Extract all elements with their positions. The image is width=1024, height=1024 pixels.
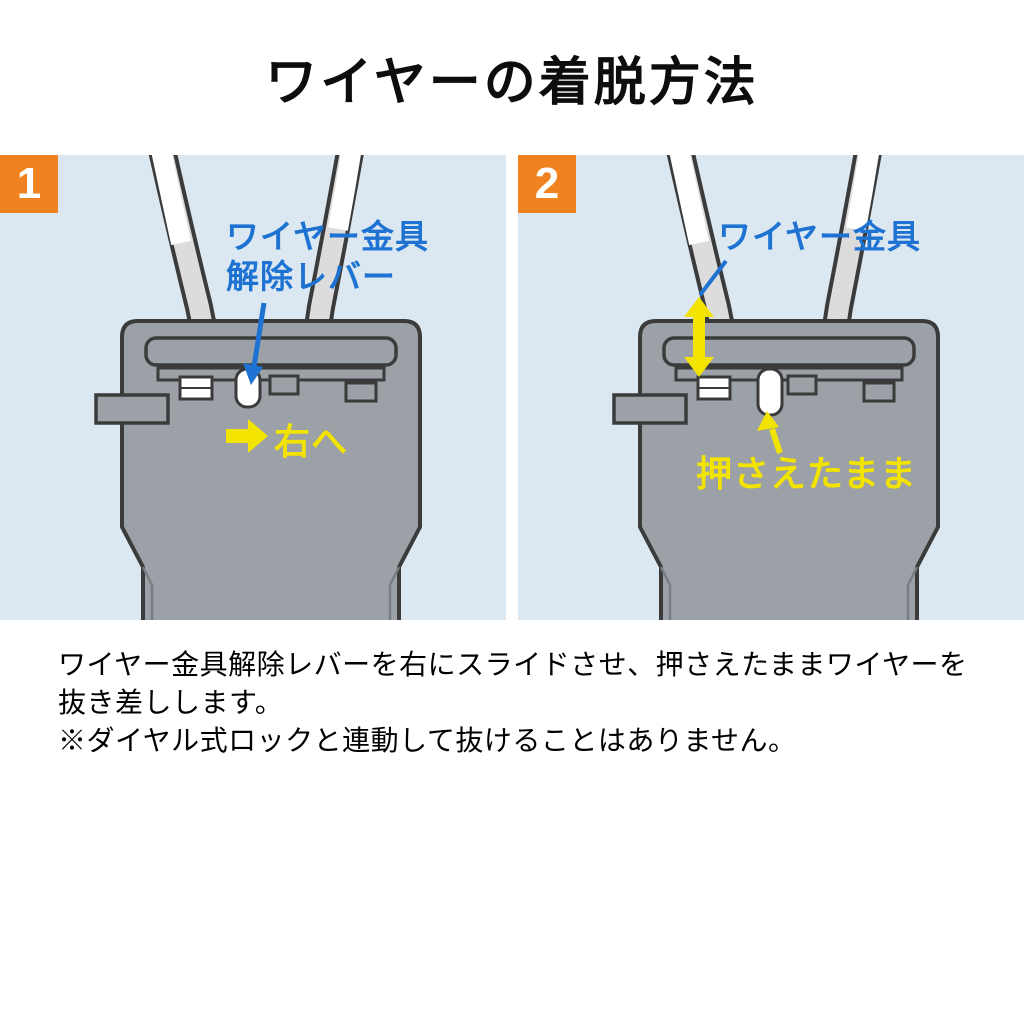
instruction-line-3: ※ダイヤル式ロックと連動して抜けることはありません。 bbox=[58, 725, 797, 756]
label-wire-fitting-line: ワイヤー金具 bbox=[226, 218, 430, 255]
instruction-line-1: ワイヤー金具解除レバーを右にスライドさせ、押さえたままワイヤーを bbox=[58, 649, 968, 680]
panel-step-2: 2 ワイヤー金具 bbox=[518, 155, 1024, 620]
label-wire-release-lever: ワイヤー金具 解除レバー bbox=[226, 217, 429, 298]
step-panels: 1 ワイヤー金具 解除レバー 右へ bbox=[0, 155, 1024, 620]
label-wire-fitting: ワイヤー金具 bbox=[718, 218, 922, 255]
instruction-line-2: 抜き差しします。 bbox=[58, 687, 284, 718]
slide-right-arrow-icon bbox=[226, 419, 268, 453]
panel-step-1: 1 ワイヤー金具 解除レバー 右へ bbox=[0, 155, 506, 620]
label-hold-down: 押さえたまま bbox=[696, 453, 917, 494]
step-1-badge: 1 bbox=[0, 155, 58, 213]
step-2-badge: 2 bbox=[518, 155, 576, 213]
page-title: ワイヤーの着脱方法 bbox=[265, 54, 759, 112]
step-2-illustration bbox=[518, 155, 1024, 620]
label-slide-right: 右へ bbox=[274, 421, 349, 462]
vertical-double-arrow-icon bbox=[684, 297, 714, 377]
instruction-text: ワイヤー金具解除レバーを右にスライドさせ、押さえたままワイヤーを 抜き差しします… bbox=[58, 646, 994, 760]
release-lever-held bbox=[756, 367, 784, 417]
wire-fitting-leader-line bbox=[698, 259, 728, 297]
hold-pointer-arrow-icon bbox=[757, 411, 783, 454]
step-1-illustration bbox=[0, 155, 506, 620]
label-release-lever-line: 解除レバー bbox=[226, 258, 396, 296]
lever-pointer-arrow-icon bbox=[243, 302, 267, 385]
